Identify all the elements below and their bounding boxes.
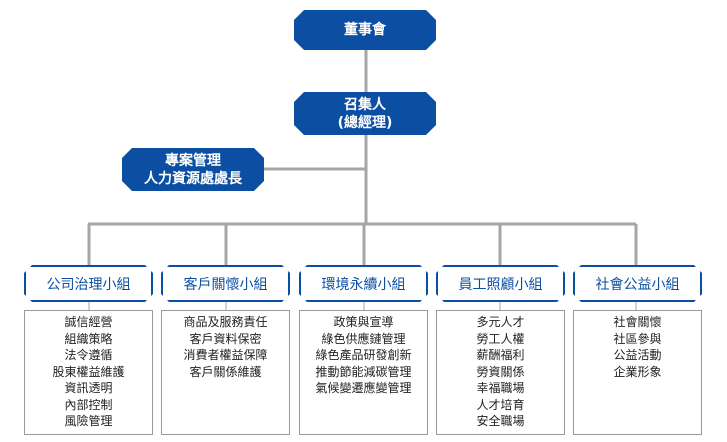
list-item: 資訊透明 bbox=[64, 381, 113, 395]
convener-node: 召集人 (總經理) bbox=[294, 92, 436, 135]
group-social-welfare: 社會公益小組 bbox=[573, 265, 702, 302]
board-node: 董事會 bbox=[294, 10, 436, 50]
list-item: 誠信經營 bbox=[64, 315, 113, 329]
group-items-customer-care: 商品及服務責任 客戶資料保密 消費者權益保障 客戶關係維護 bbox=[161, 310, 290, 435]
convener-line1: 召集人 bbox=[344, 96, 386, 113]
list-item: 法令遵循 bbox=[64, 348, 113, 362]
list-item: 社區參與 bbox=[613, 331, 662, 346]
group-environmental-sustainability: 環境永續小組 bbox=[299, 265, 428, 302]
list-item: 綠色供應鏈管理 bbox=[321, 331, 406, 346]
list-item: 風險管理 bbox=[64, 414, 113, 428]
project-line1: 專案管理 bbox=[165, 152, 221, 169]
list-item: 人才培育 bbox=[476, 397, 525, 412]
project-management-node: 專案管理 人力資源處處長 bbox=[122, 148, 264, 191]
group-title: 環境永續小組 bbox=[321, 276, 406, 293]
group-title: 客戶關懷小組 bbox=[183, 276, 268, 293]
list-item: 安全職場 bbox=[476, 414, 525, 428]
list-item: 幸福職場 bbox=[476, 381, 525, 395]
group-employee-care: 員工照顧小組 bbox=[436, 265, 565, 302]
list-item: 推動節能減碳管理 bbox=[315, 364, 412, 379]
project-line2: 人力資源處處長 bbox=[144, 170, 242, 187]
list-item: 氣候變遷應變管理 bbox=[315, 381, 412, 395]
group-title: 員工照顧小組 bbox=[458, 276, 543, 293]
group-items-social-welfare: 社會關懷 社區參與 公益活動 企業形象 bbox=[573, 310, 702, 435]
list-item: 企業形象 bbox=[613, 364, 662, 379]
group-title: 社會公益小組 bbox=[595, 276, 680, 293]
list-item: 股東權益維護 bbox=[52, 364, 125, 379]
list-item: 勞工人權 bbox=[476, 331, 525, 346]
list-item: 薪酬福利 bbox=[476, 348, 525, 362]
list-item: 政策與宣導 bbox=[333, 315, 394, 329]
list-item: 公益活動 bbox=[613, 348, 662, 362]
convener-line2: (總經理) bbox=[337, 114, 393, 131]
list-item: 綠色產品研發創新 bbox=[315, 348, 412, 362]
group-customer-care: 客戶關懷小組 bbox=[161, 265, 290, 302]
list-item: 客戶資料保密 bbox=[189, 331, 262, 346]
group-title: 公司治理小組 bbox=[46, 276, 131, 293]
list-item: 內部控制 bbox=[64, 397, 113, 412]
list-item: 社會關懷 bbox=[613, 315, 662, 329]
group-items-environmental-sustainability: 政策與宣導 綠色供應鏈管理 綠色產品研發創新 推動節能減碳管理 氣候變遷應變管理 bbox=[299, 310, 428, 435]
group-items-corporate-governance: 誠信經營 組織策略 法令遵循 股東權益維護 資訊透明 內部控制 風險管理 bbox=[24, 310, 153, 435]
list-item: 多元人才 bbox=[476, 315, 525, 329]
group-corporate-governance: 公司治理小組 bbox=[24, 265, 153, 302]
group-items-employee-care: 多元人才 勞工人權 薪酬福利 勞資關係 幸福職場 人才培育 安全職場 bbox=[436, 310, 565, 435]
list-item: 客戶關係維護 bbox=[189, 364, 262, 379]
list-item: 組織策略 bbox=[64, 331, 113, 346]
list-item: 勞資關係 bbox=[476, 364, 525, 379]
board-label: 董事會 bbox=[344, 22, 386, 38]
list-item: 消費者權益保障 bbox=[183, 348, 268, 362]
list-item: 商品及服務責任 bbox=[183, 315, 268, 329]
